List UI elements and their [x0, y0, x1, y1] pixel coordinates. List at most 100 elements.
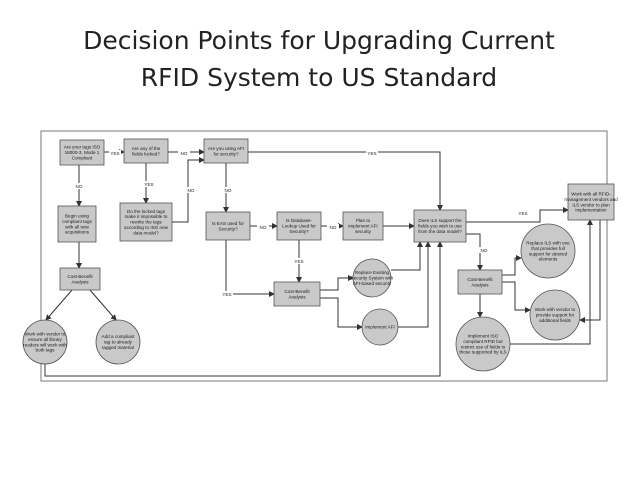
node-text-line: Analysis	[288, 294, 306, 299]
node-text-line: Work with vendor to	[25, 332, 66, 337]
diagram-frame	[40, 130, 608, 382]
node-text-line: Is EAS used for	[212, 221, 244, 226]
node-text-line: Are your tags ISO	[64, 145, 101, 150]
edge-label-ils-yes: YES	[518, 211, 527, 216]
node-text-line: Implement AFI	[365, 325, 395, 330]
node-text-line: with all new	[65, 224, 89, 229]
node-box	[57, 205, 97, 243]
node-text-line: Cost-Benefit	[467, 277, 493, 282]
node-text-line: Are you using AFI	[208, 146, 244, 151]
node-text-line: Lookup Used for	[282, 224, 316, 229]
node-box	[59, 267, 101, 291]
edge-label-bg	[366, 150, 378, 156]
node-text-line: rewrite the tags	[130, 220, 162, 225]
edge-label-bg	[293, 258, 305, 264]
node-text-line: data model?	[133, 230, 159, 235]
node-text-line: Replace Existing	[355, 270, 390, 275]
node-text-line: Security?	[218, 226, 238, 231]
edge-cba-mid-afi	[320, 297, 363, 330]
node-text-line: compliant tags	[62, 219, 92, 224]
node-text-line: implementation	[575, 208, 607, 213]
title-line-1: Decision Points for Upgrading Current	[83, 26, 555, 55]
node-box	[205, 211, 251, 241]
edge-label-bg	[109, 150, 121, 156]
node-box	[342, 211, 384, 241]
node-text-line: for security?	[213, 151, 238, 156]
edge-label-bg	[73, 183, 85, 189]
edge-ils-vendors-link	[579, 220, 601, 323]
node-text-line: AFI-based security	[353, 281, 392, 286]
node-circle	[352, 258, 392, 298]
edge-ils-no	[466, 233, 483, 271]
edge-label-bg	[178, 150, 190, 156]
node-text-line: Analysis	[71, 279, 89, 284]
node-box	[203, 138, 249, 164]
edge-work-library-return	[44, 241, 443, 377]
node-text-line: those supported by ILS	[459, 350, 506, 355]
node-text-line: ILS vendor to plan	[572, 202, 610, 207]
node-text-line: Cost-Benefit	[284, 289, 310, 294]
node-text-line: acquisitions	[65, 230, 90, 235]
node-text-line: from the data model?	[418, 229, 462, 234]
title-line-2: RFID System to US Standard	[140, 63, 498, 92]
edge-label-bg	[257, 224, 269, 230]
edge-eas-yes	[225, 240, 275, 297]
edge-label-bg	[222, 187, 234, 193]
node-text-line: that provides full	[531, 246, 564, 251]
node-text-line: ensure all library	[28, 337, 62, 342]
node-text-line: Is Database-	[286, 218, 313, 223]
node-circle	[529, 289, 581, 341]
node-text-line: Do the locked tags	[127, 209, 166, 214]
node-text-line: tag to already	[104, 340, 133, 345]
edge-replace-return	[391, 241, 423, 271]
node-circle	[361, 308, 399, 346]
edge-label-afi-no: NO	[225, 188, 232, 193]
node-text-line: management vendors and	[564, 197, 618, 202]
node-text-line: Implement ISO	[468, 334, 499, 339]
node-text-line: Security System with	[351, 276, 394, 281]
edge-label-db-no: NO	[330, 225, 337, 230]
node-text-line: readers will work with	[23, 342, 67, 347]
edge-label-iso-yes: YES	[110, 151, 119, 156]
edge-label-bg	[517, 210, 529, 216]
edge-afi-yes	[248, 151, 443, 211]
edge-label-impossible-no: NO	[188, 188, 195, 193]
node-circle	[455, 316, 511, 372]
node-box	[457, 269, 503, 295]
node-text-line: fields you wish to use	[418, 224, 462, 229]
node-text-line: 18000-3, Mode 1	[65, 150, 100, 155]
node-text-line: Work with vendor to	[535, 307, 576, 312]
node-circle	[22, 319, 68, 365]
node-text-line: make it impossible to	[125, 214, 168, 219]
edge-label-bg	[221, 291, 233, 297]
node-text-line: Begin using	[65, 214, 89, 219]
edge-label-locked-no: NO	[181, 151, 188, 156]
node-text-line: implement AFI	[348, 224, 377, 229]
node-box	[273, 281, 321, 307]
edge-iso-return	[510, 219, 593, 345]
node-text-line: elements	[539, 257, 558, 262]
node-box	[413, 209, 467, 243]
node-text-line: Plan to	[356, 218, 371, 223]
node-circle	[95, 319, 141, 365]
edge-cba-mid-replace	[320, 275, 354, 291]
node-text-line: Compliant	[72, 156, 93, 161]
node-text-line: compliant RFID but	[463, 339, 503, 344]
edge-label-bg	[327, 224, 339, 230]
edge-label-iso-no: NO	[76, 184, 83, 189]
edge-cba-right-replace	[502, 255, 522, 276]
edge-label-ils-no: NO	[481, 248, 488, 253]
node-text-line: Cost-Benefit	[67, 274, 93, 279]
